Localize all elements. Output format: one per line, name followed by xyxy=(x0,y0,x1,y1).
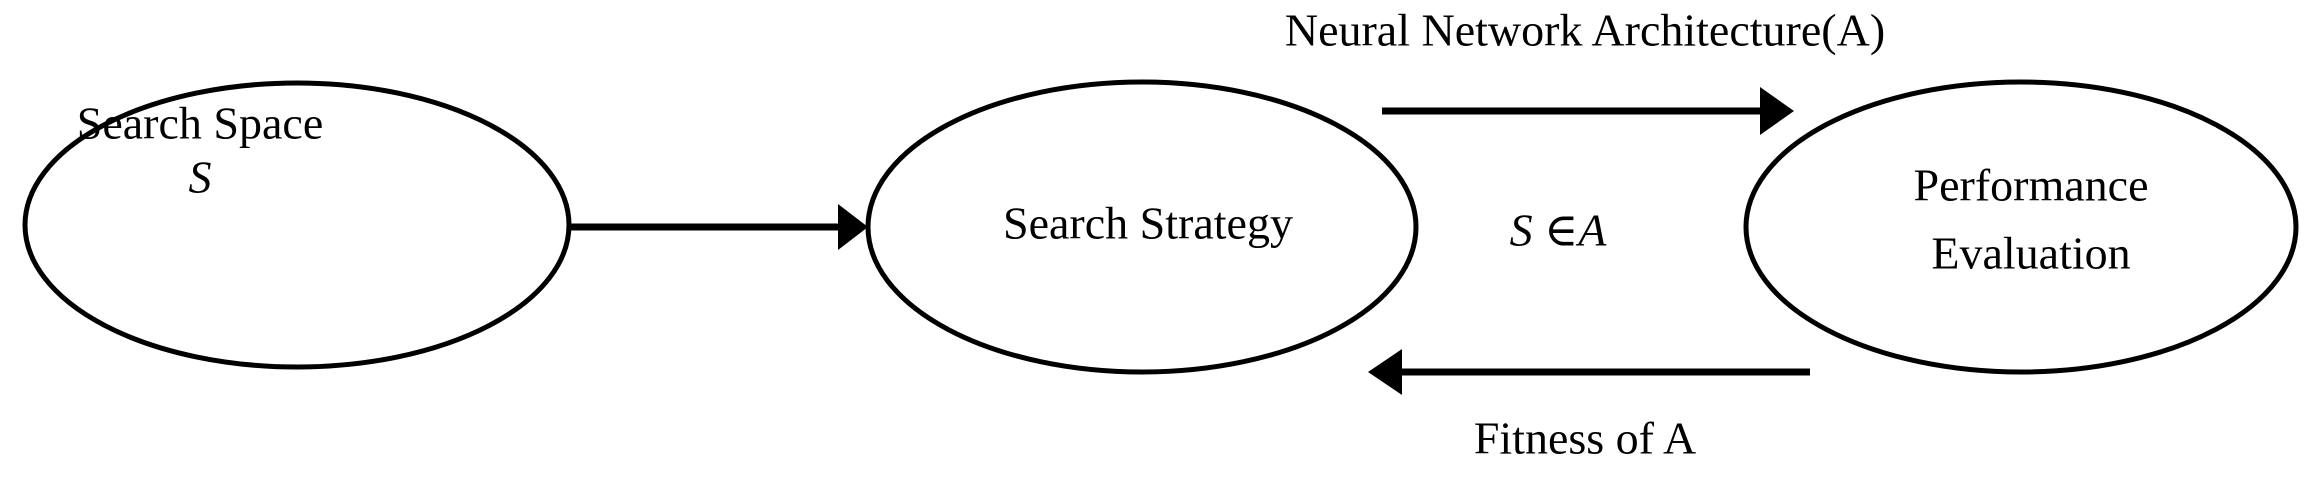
edge-strategy-to-evaluation-arrowhead xyxy=(1760,87,1794,135)
performance-evaluation-label-line2: Evaluation xyxy=(1931,228,2130,279)
search-space-label-line1: Search Space xyxy=(77,98,324,149)
edge-evaluation-to-strategy-label: Fitness of A xyxy=(1474,413,1696,464)
node-search-strategy[interactable]: Search Strategy xyxy=(865,79,1419,375)
edge-evaluation-to-strategy-arrowhead xyxy=(1368,349,1402,395)
search-space-label-line2: S xyxy=(189,152,212,203)
performance-evaluation-ellipse[interactable] xyxy=(1743,79,2299,375)
search-strategy-label-line1: Search Strategy xyxy=(1003,198,1293,249)
node-performance-evaluation[interactable]: Performance Evaluation xyxy=(1743,79,2299,375)
node-search-space[interactable]: Search Space S xyxy=(22,80,572,370)
search-strategy-ellipse[interactable] xyxy=(865,79,1419,375)
edge-evaluation-to-strategy: Fitness of A xyxy=(1368,349,1810,464)
search-space-ellipse[interactable] xyxy=(22,80,572,370)
edge-space-to-strategy-arrowhead xyxy=(838,204,868,250)
edge-space-to-strategy xyxy=(570,204,868,250)
edge-strategy-to-evaluation-label: Neural Network Architecture(A) xyxy=(1285,5,1885,56)
performance-evaluation-label-line1: Performance xyxy=(1914,160,2149,211)
edge-strategy-to-evaluation: Neural Network Architecture(A) xyxy=(1285,5,1885,135)
membership-annotation: S ∈A xyxy=(1510,205,1608,256)
